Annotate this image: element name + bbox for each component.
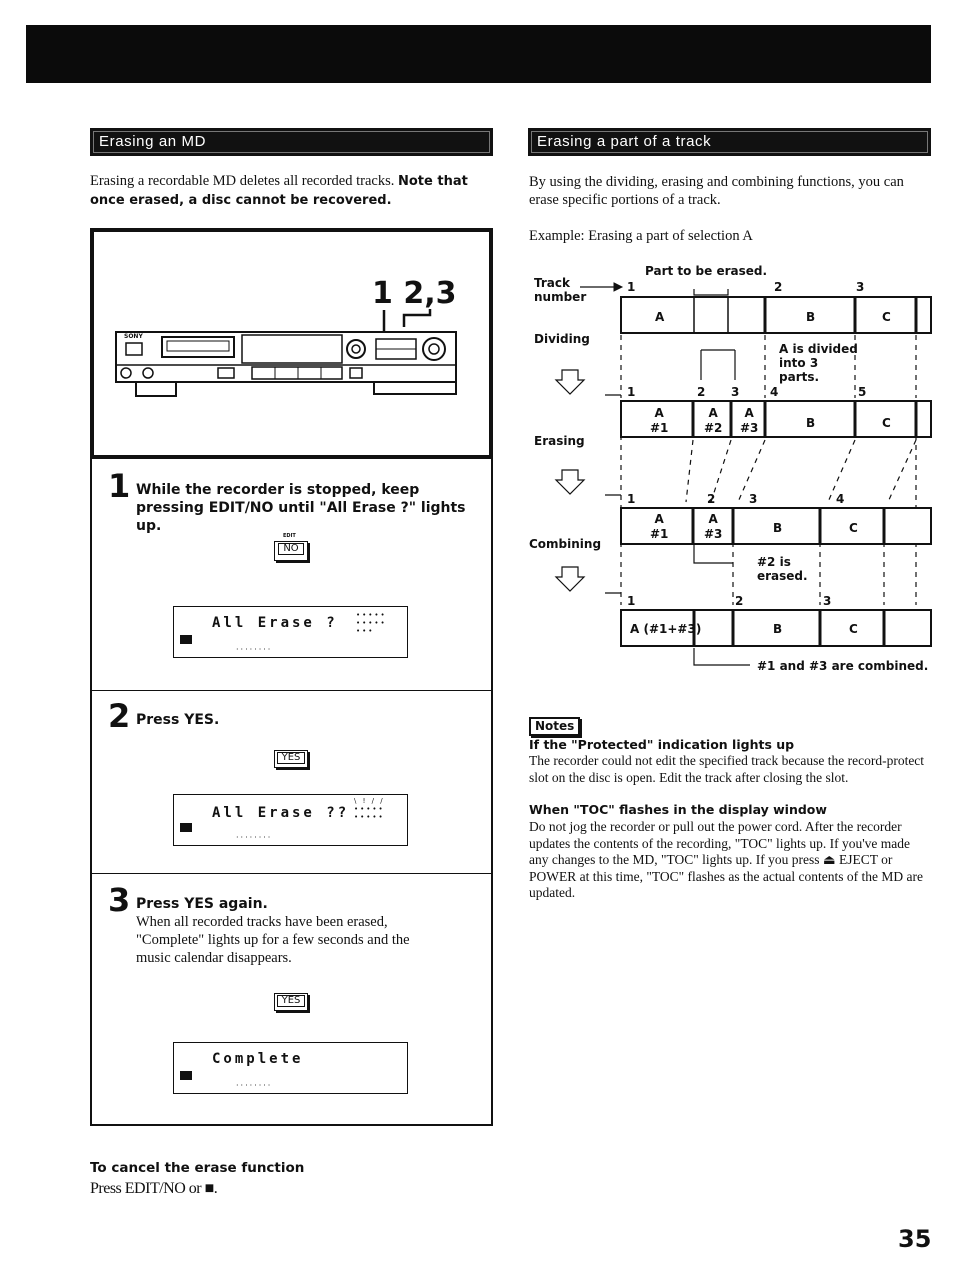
- step-1-title: While the recorder is stopped, keep pres…: [136, 482, 466, 534]
- edit-no-button-label: NO: [278, 543, 304, 555]
- page-number: 35: [898, 1225, 932, 1253]
- right-intro: By using the dividing, erasing and combi…: [529, 174, 904, 208]
- row-3-track: [620, 507, 932, 545]
- row3-num-2: 2: [707, 492, 716, 506]
- step-3-display-text: Complete: [212, 1051, 304, 1067]
- row2-cell-a2: A #2: [704, 406, 723, 435]
- row4-num-3: 3: [823, 594, 832, 608]
- row2-num-1: 1: [627, 385, 636, 399]
- disc-icon: [180, 823, 192, 832]
- row1-cell-b: B: [806, 310, 816, 324]
- erase-part-diagram: [554, 282, 932, 666]
- cancel-text: Press EDIT/NO or ■.: [90, 1180, 218, 1197]
- row4-cell-c: C: [849, 622, 858, 636]
- step-1-button-top: EDIT: [283, 533, 296, 539]
- row1-cell-a: A: [655, 310, 665, 324]
- step-1-display: All Erase ? ········ •••••••••••••: [173, 606, 408, 658]
- part-to-be-erased-label: Part to be erased.: [645, 264, 768, 278]
- row3-cell-a3: A #3: [704, 512, 723, 541]
- step-2-display: All Erase ?? ········ \ ! / /••••••••••: [173, 794, 408, 846]
- music-calendar-dots: ········: [236, 645, 273, 654]
- row4-num-1: 1: [627, 594, 636, 608]
- left-intro: Erasing a recordable MD deletes all reco…: [90, 172, 490, 210]
- notes-badge: Notes: [529, 717, 581, 736]
- cancel-heading: To cancel the erase function: [90, 1160, 305, 1176]
- row3-num-1: 1: [627, 492, 636, 506]
- stage-dividing-label: Dividing: [534, 332, 590, 346]
- divided-note: A is divided into 3 parts.: [779, 342, 858, 384]
- yes-button-step-2[interactable]: YES: [274, 750, 308, 768]
- music-calendar-dots: ········: [236, 833, 273, 842]
- note-1-text: The recorder could not edit the specifie…: [529, 753, 925, 785]
- section-heading-erasing-md: Erasing an MD: [90, 128, 493, 156]
- row1-num-1: 1: [627, 280, 636, 294]
- device-callout: 1 2,3: [372, 276, 457, 311]
- yes-button-step-3[interactable]: YES: [274, 993, 308, 1011]
- section-heading-erasing-part: Erasing a part of a track: [528, 128, 931, 156]
- row3-cell-b: B: [773, 521, 783, 535]
- row3-cell-a1: A #1: [650, 512, 669, 541]
- device-brand: SONY: [124, 333, 143, 340]
- note-2-heading: When "TOC" flashes in the display window: [529, 802, 827, 817]
- row2-num-5: 5: [858, 385, 867, 399]
- step-divider-1: [90, 690, 493, 691]
- note-1-heading: If the "Protected" indication lights up: [529, 737, 795, 752]
- music-calendar-dots: ········: [236, 1081, 273, 1090]
- row2-cell-b: B: [806, 416, 816, 430]
- disc-icon: [180, 635, 192, 644]
- example-text: Example: Erasing a part of selection A: [529, 228, 753, 244]
- row2-cell-a3: A #3: [740, 406, 759, 435]
- row-1-track: [620, 296, 932, 334]
- note-2-text: Do not jog the recorder or pull out the …: [529, 819, 923, 900]
- track-number-grid: •••••••••••••: [356, 611, 387, 635]
- row-2-track: [620, 400, 932, 438]
- step-1-display-text: All Erase ?: [212, 615, 338, 631]
- step-2-display-text: All Erase ??: [212, 805, 350, 821]
- stage-erasing-label: Erasing: [534, 434, 585, 448]
- yes-button-label: YES: [276, 752, 306, 764]
- step-3-display: Complete ········: [173, 1042, 408, 1094]
- row1-num-3: 3: [856, 280, 865, 294]
- row2-num-2: 2: [697, 385, 706, 399]
- device-illustration-box: [90, 228, 493, 459]
- disc-icon: [180, 1071, 192, 1080]
- stage-combining-label: Combining: [529, 537, 602, 551]
- row4-num-2: 2: [735, 594, 744, 608]
- row3-num-4: 4: [836, 492, 845, 506]
- track-number-label: Track number: [534, 276, 587, 304]
- row4-cell-b: B: [773, 622, 783, 636]
- edit-no-button[interactable]: NO: [274, 541, 308, 561]
- row1-cell-c: C: [882, 310, 891, 324]
- md-recorder-illustration: [115, 309, 457, 397]
- yes-button-label: YES: [276, 995, 306, 1007]
- left-intro-note: Note that once erased, a disc cannot be …: [90, 174, 468, 208]
- step-3-number: 3: [108, 881, 131, 919]
- row1-num-2: 2: [774, 280, 783, 294]
- row3-cell-c: C: [849, 521, 858, 535]
- row2-num-3: 3: [731, 385, 740, 399]
- step-3-body: When all recorded tracks have been erase…: [136, 914, 410, 966]
- step-2-number: 2: [108, 697, 131, 735]
- combined-note: #1 and #3 are combined.: [757, 659, 929, 673]
- row2-cell-c: C: [882, 416, 891, 430]
- top-banner: [26, 25, 931, 83]
- row4-cell-a-combined: A (#1+#3): [630, 622, 702, 636]
- row3-num-3: 3: [749, 492, 758, 506]
- row-4-track: [620, 609, 932, 647]
- step-2-title: Press YES.: [136, 712, 220, 728]
- row2-num-4: 4: [770, 385, 779, 399]
- erased-note: #2 is erased.: [757, 555, 808, 583]
- row2-cell-a1: A #1: [650, 406, 669, 435]
- left-intro-plain: Erasing a recordable MD deletes all reco…: [90, 173, 395, 189]
- track-number-grid-flashing: \ ! / /••••••••••: [354, 797, 385, 821]
- step-divider-2: [90, 873, 493, 874]
- step-1-number: 1: [108, 467, 131, 505]
- step-3-title: Press YES again.: [136, 896, 268, 912]
